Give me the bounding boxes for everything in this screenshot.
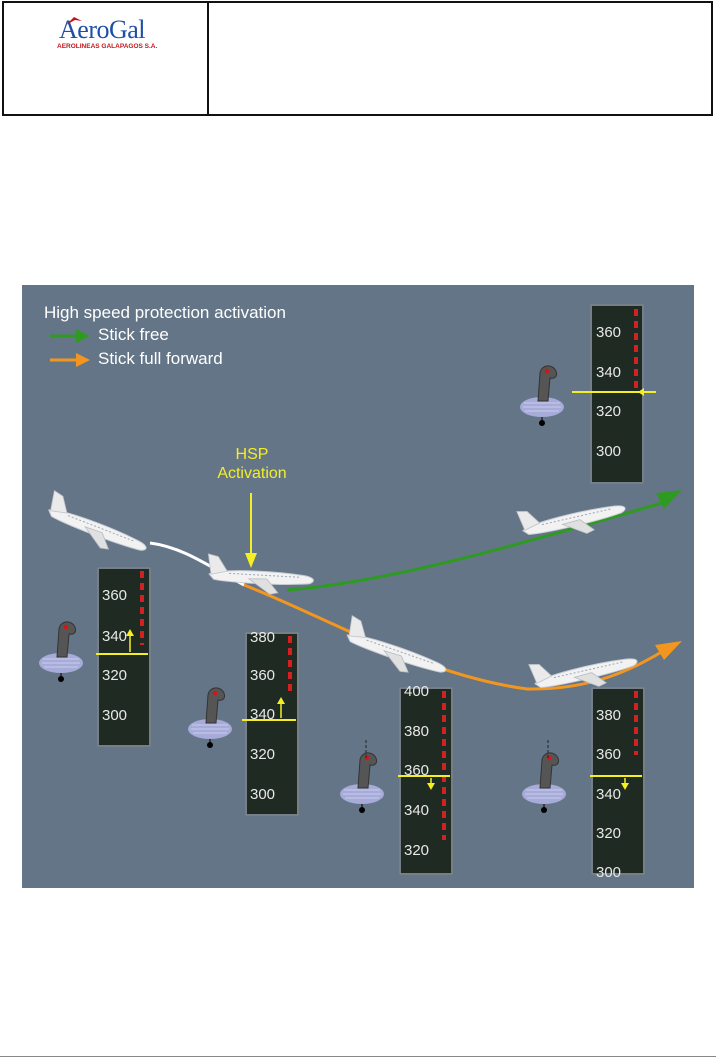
tape-label: 360 <box>250 667 275 684</box>
tape-label: 340 <box>102 628 127 645</box>
tape-label: 340 <box>596 364 621 381</box>
hsp-label-line1: HSP <box>235 446 269 463</box>
stick-free-path <box>286 498 673 592</box>
tape-label: 360 <box>102 587 127 604</box>
tape-label: 320 <box>250 746 275 763</box>
tape-label: 340 <box>404 802 429 819</box>
stick-icon <box>519 365 565 427</box>
airplane-icon <box>40 490 154 565</box>
hsp-label-line2: Activation <box>217 465 287 482</box>
tape-label: 320 <box>404 842 429 859</box>
stick-free-arrowhead <box>656 490 682 509</box>
legend-item-stick-full-forward: Stick full forward <box>44 349 286 371</box>
tape-label: 380 <box>596 707 621 724</box>
orange-arrow-icon <box>50 353 90 367</box>
speed-tape-lower-right: 380 360 340 320 300 <box>590 687 645 881</box>
hsp-diagram: 360 340 320 300 360 340 320 300 380 3 <box>22 285 694 888</box>
speed-tape-left: 360 340 320 300 <box>96 567 151 747</box>
diagram-graphics: 360 340 320 300 360 340 320 300 380 3 <box>38 304 682 881</box>
stick-icon <box>38 621 84 683</box>
tape-label: 360 <box>596 324 621 341</box>
tape-label: 300 <box>102 707 127 724</box>
green-arrow-icon <box>50 329 90 343</box>
bird-icon <box>66 17 82 25</box>
tape-label: 360 <box>596 746 621 763</box>
stick-full-forward-path <box>243 583 671 691</box>
legend: High speed protection activation Stick f… <box>44 303 286 371</box>
legend-title: High speed protection activation <box>44 303 286 322</box>
hsp-arrowhead <box>245 553 257 568</box>
speed-tape-lower-middle: 400 380 360 340 320 <box>398 683 453 875</box>
legend-item-stick-free: Stick free <box>44 325 286 347</box>
speed-tape-top-right: 360 340 320 300 <box>572 304 656 484</box>
tape-label: 300 <box>596 864 621 881</box>
tape-label: 340 <box>250 706 275 723</box>
stick-icon <box>187 687 233 749</box>
tape-label: 320 <box>102 667 127 684</box>
airplane-icon <box>339 615 453 687</box>
tape-label: 320 <box>596 825 621 842</box>
tape-label: 400 <box>404 683 429 700</box>
footer-divider <box>0 1056 716 1057</box>
tape-label: 380 <box>250 629 275 646</box>
tape-label: 320 <box>596 403 621 420</box>
aerogal-logo: AeroGal AEROLINEAS GALAPAGOS S.A. <box>54 15 184 55</box>
tape-label: 380 <box>404 723 429 740</box>
stick-icon <box>521 752 567 814</box>
tape-label: 360 <box>404 762 429 779</box>
hsp-activation-label: HSP Activation <box>192 445 312 483</box>
legend-label: Stick full forward <box>98 349 223 368</box>
document-header: AeroGal AEROLINEAS GALAPAGOS S.A. <box>2 1 713 116</box>
header-divider <box>207 3 209 114</box>
tape-label: 300 <box>596 443 621 460</box>
tape-label: 300 <box>250 786 275 803</box>
logo-subtitle: AEROLINEAS GALAPAGOS S.A. <box>57 43 158 50</box>
legend-label: Stick free <box>98 325 169 344</box>
stick-icon <box>339 752 385 814</box>
speed-tape-middle: 380 360 340 320 300 <box>242 629 299 816</box>
tape-label: 340 <box>596 786 621 803</box>
stick-full-forward-arrowhead <box>655 641 682 660</box>
